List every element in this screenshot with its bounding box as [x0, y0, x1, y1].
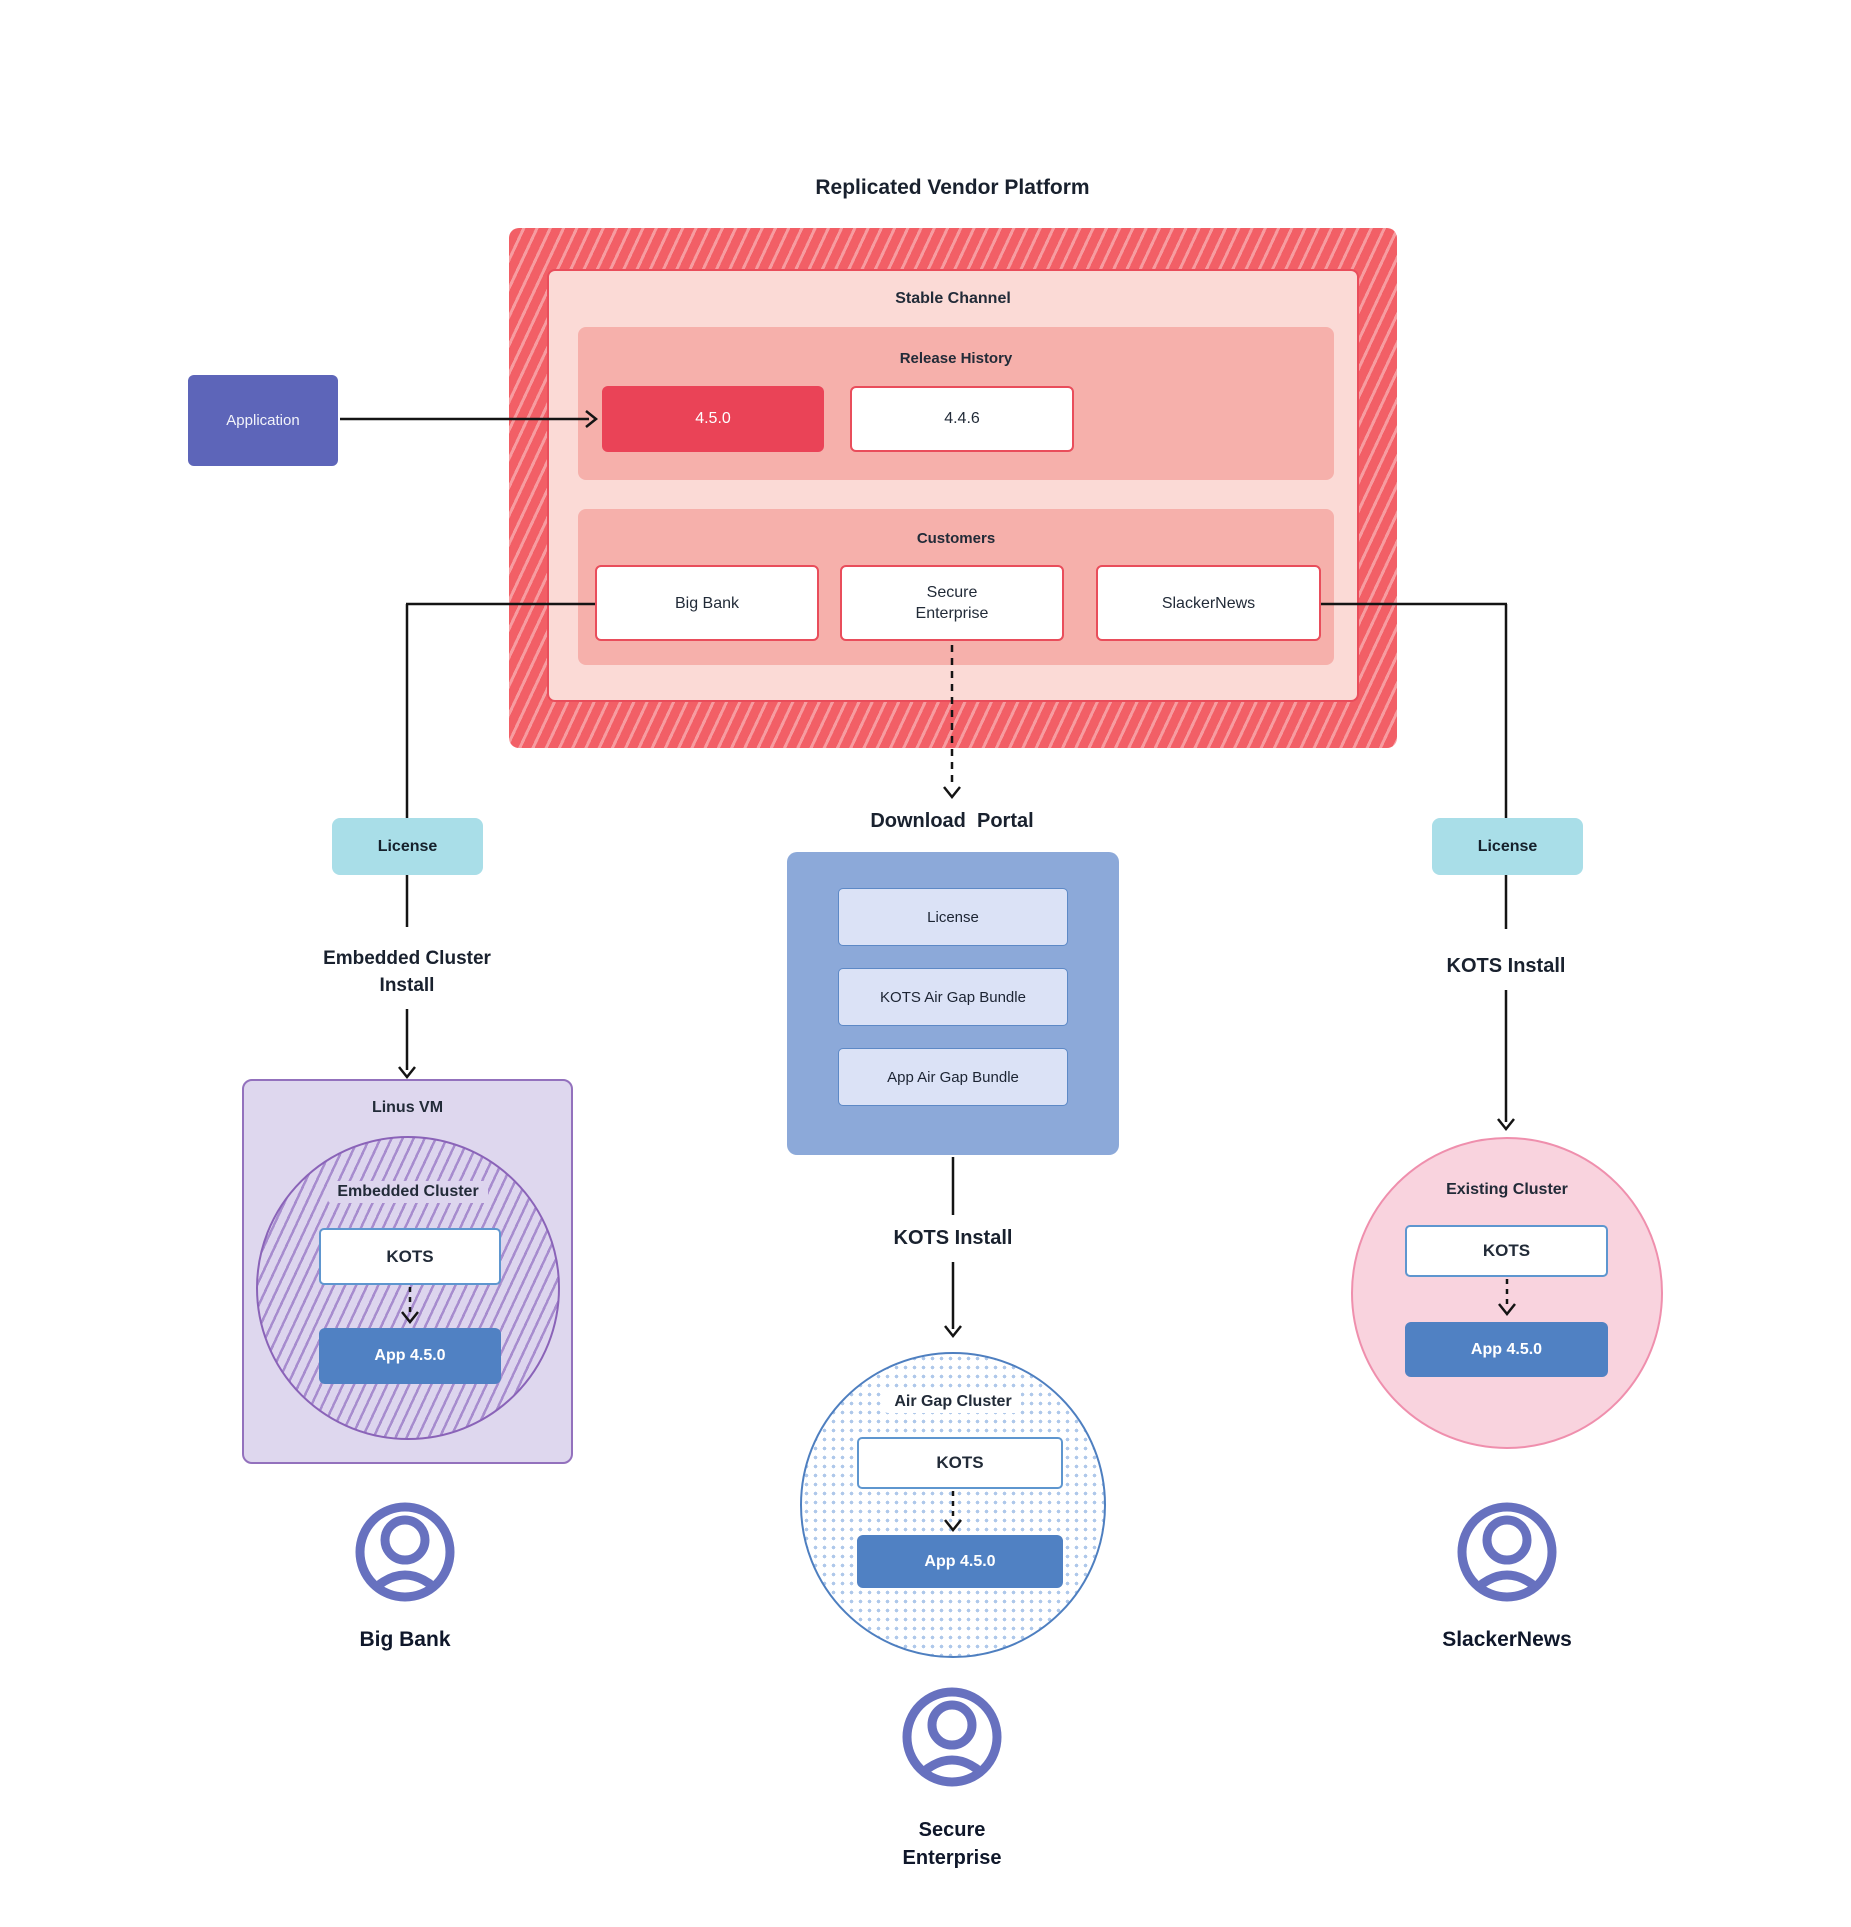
- customer-chip-label: Big Bank: [674, 594, 740, 612]
- release-history-label: Release History: [899, 350, 1013, 367]
- kots-box-embedded: KOTS: [319, 1228, 501, 1285]
- big-bank-user-label: Big Bank: [359, 1628, 451, 1651]
- secure-enterprise-user-label: Secure Enterprise: [902, 1819, 1002, 1869]
- license-chip-slackernews: License: [1432, 818, 1583, 875]
- diagram-title: Replicated Vendor Platform: [815, 176, 1090, 199]
- release-chip-current: 4.5.0: [602, 386, 824, 452]
- secure-enterprise-user-icon: [897, 1682, 1007, 1797]
- existing-cluster-label: Existing Cluster: [1446, 1181, 1568, 1198]
- kots-box-airgap: KOTS: [857, 1437, 1063, 1489]
- app-version-box-embedded: App 4.5.0: [319, 1328, 501, 1384]
- kots-box-existing: KOTS: [1405, 1225, 1608, 1277]
- customer-chip-secure-enterprise: Secure Enterprise: [840, 565, 1064, 641]
- download-portal-title: Download Portal: [870, 810, 1034, 832]
- kots-install-label-middle: KOTS Install: [893, 1227, 1013, 1249]
- portal-item-app-airgap-bundle: App Air Gap Bundle: [838, 1048, 1068, 1106]
- application-box: Application: [188, 375, 338, 466]
- kots-install-label-right: KOTS Install: [1446, 955, 1566, 977]
- slackernews-user-label: SlackerNews: [1442, 1628, 1572, 1651]
- customer-chip-big-bank: Big Bank: [595, 565, 819, 641]
- release-chip-previous: 4.4.6: [850, 386, 1074, 452]
- app-version-box-existing: App 4.5.0: [1405, 1322, 1608, 1377]
- embedded-cluster-install-label: Embedded Cluster Install: [323, 948, 491, 996]
- air-gap-cluster-label: Air Gap Cluster: [803, 1391, 1103, 1413]
- customer-chip-label: SlackerNews: [1161, 594, 1256, 612]
- linus-vm-label: Linus VM: [371, 1099, 444, 1116]
- portal-item-kots-airgap-bundle: KOTS Air Gap Bundle: [838, 968, 1068, 1026]
- slackernews-user-icon: [1452, 1497, 1562, 1612]
- big-bank-user-icon: [350, 1497, 460, 1612]
- stable-channel-label: Stable Channel: [895, 290, 1011, 307]
- embedded-cluster-label: Embedded Cluster: [258, 1181, 558, 1203]
- customers-label: Customers: [916, 530, 996, 547]
- app-version-box-airgap: App 4.5.0: [857, 1535, 1063, 1588]
- portal-item-license: License: [838, 888, 1068, 946]
- customer-chip-slackernews: SlackerNews: [1096, 565, 1321, 641]
- license-chip-big-bank: License: [332, 818, 483, 875]
- customer-chip-label: Secure Enterprise: [915, 584, 989, 622]
